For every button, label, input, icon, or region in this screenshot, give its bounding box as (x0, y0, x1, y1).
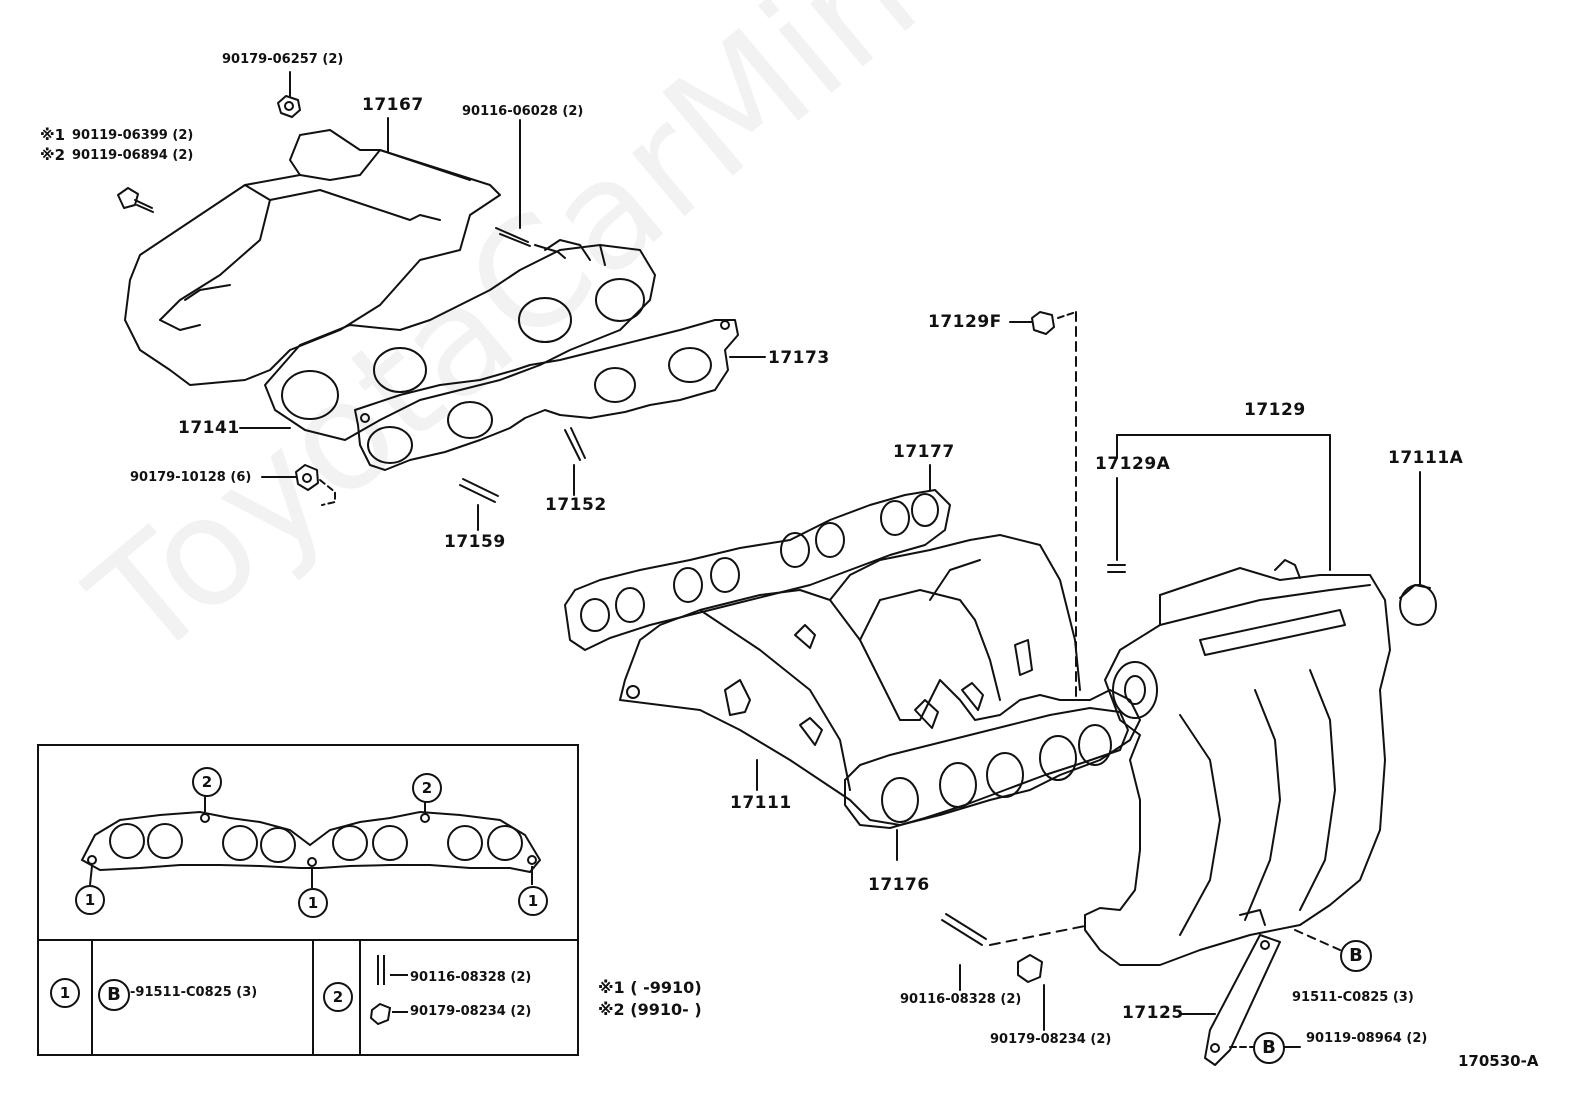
air-connector-17167 (124, 129, 501, 386)
legend-box (37, 744, 579, 1056)
stud-90116-06028 (495, 227, 566, 259)
label-90119-06399: 90119-06399 (2) (72, 128, 194, 143)
fastener-nut-90179-06257 (277, 95, 301, 118)
legend-gasket-marker-1a: 1 (75, 885, 105, 915)
legend-gasket-marker-1b: 1 (298, 888, 328, 918)
legend-gasket-marker-2a: 2 (192, 767, 222, 797)
label-17167: 17167 (362, 95, 424, 115)
legend-row2-part-b: 90179-08234 (2) (410, 1004, 532, 1019)
label-17129F: 17129F (928, 312, 1002, 332)
label-17177: 17177 (893, 442, 955, 462)
circle-b-marker-2: B (1253, 1032, 1285, 1064)
circle-b-marker: B (1340, 940, 1372, 972)
label-17159: 17159 (444, 532, 506, 552)
gasket-17177 (564, 489, 951, 651)
label-90116-08328: 90116-08328 (2) (900, 992, 1022, 1007)
intake-manifold-17111 (619, 534, 1141, 826)
nut-90179-08234 (1017, 954, 1043, 983)
nut-90179-10128 (295, 464, 319, 491)
legend-row1-key: 1 (50, 978, 80, 1008)
stud-17129A (1107, 564, 1126, 573)
diagram-code: 170530-A (1458, 1052, 1539, 1070)
label-17111: 17111 (730, 793, 792, 813)
legend-row1-b-marker: B (98, 979, 130, 1011)
label-17111A: 17111A (1388, 448, 1464, 468)
plug-17111A (1399, 584, 1437, 626)
legend-gasket-marker-2b: 2 (412, 773, 442, 803)
label-90116-06028: 90116-06028 (2) (462, 104, 584, 119)
fastener-bolt-90119-06399 (117, 187, 154, 213)
mark-1: ※1 (40, 126, 66, 144)
gasket-17173 (354, 319, 739, 471)
intake-chamber-17129 (1084, 559, 1391, 966)
stud-17159 (459, 478, 499, 503)
label-17125: 17125 (1122, 1003, 1184, 1023)
bracket-17125 (1204, 934, 1281, 1066)
label-90179-06257: 90179-06257 (2) (222, 52, 344, 67)
legend-row2-part-a: 90116-08328 (2) (410, 970, 532, 985)
label-17129: 17129 (1244, 400, 1306, 420)
label-90119-08964: 90119-08964 (2) (1306, 1031, 1428, 1046)
label-90179-10128: 90179-10128 (6) (130, 470, 252, 485)
legend-gasket-marker-1c: 1 (518, 886, 548, 916)
label-17173: 17173 (768, 348, 830, 368)
label-90119-06894: 90119-06894 (2) (72, 148, 194, 163)
legend-row2-key: 2 (323, 982, 353, 1012)
note-1: ※1 ( -9910) (598, 978, 702, 997)
label-17176: 17176 (868, 875, 930, 895)
gasket-17176 (844, 707, 1129, 829)
mark-2: ※2 (40, 146, 66, 164)
label-17152: 17152 (545, 495, 607, 515)
label-17141: 17141 (178, 418, 240, 438)
label-17129A: 17129A (1095, 454, 1171, 474)
note-2: ※2 (9910- ) (598, 1000, 702, 1019)
plug-17129F (1009, 311, 1055, 335)
stud-90116-08328 (941, 913, 987, 946)
runner-housing-17141 (264, 239, 656, 441)
legend-row1-part: -91511-C0825 (3) (130, 985, 258, 1000)
stud-17152 (564, 427, 586, 461)
label-91511-C0825: 91511-C0825 (3) (1292, 990, 1414, 1005)
label-90179-08234: 90179-08234 (2) (990, 1032, 1112, 1047)
